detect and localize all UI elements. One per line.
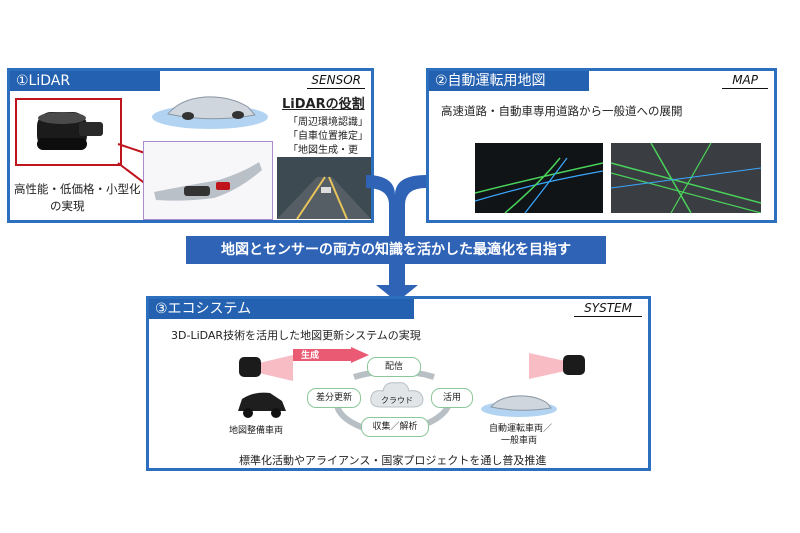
center-banner: 地図とセンサーの両方の知識を活かした最適化を目指す [186, 236, 606, 264]
car-front-icon [154, 162, 262, 201]
autonomous-vehicle-label-2: 一般車両 [501, 436, 538, 446]
map-description: 高速道路・自動車専用道路から一般道への展開 [441, 104, 683, 118]
generate-label: 生成 [301, 351, 320, 361]
system-subtitle: 3D-LiDAR技術を活用した地図更新システムの実現 [171, 329, 421, 342]
system-tag: SYSTEM [574, 300, 642, 317]
general-road-map-image [611, 143, 761, 213]
map-tag: MAP [722, 72, 768, 89]
map-maintenance-vehicle-icon [238, 392, 286, 418]
lidar-role-title: LiDARの役割 [282, 97, 365, 112]
car-scan-image [152, 96, 268, 129]
cloud-icon [370, 382, 424, 408]
cycle-right: 活用 [431, 388, 473, 408]
lidar-panel-header: ①LiDAR [10, 71, 160, 91]
lidar-role-2: 「自車位置推定」 [288, 131, 368, 142]
lidar-pointcloud-image [277, 157, 371, 219]
map-maintenance-vehicle-label: 地図整備車両 [229, 426, 284, 436]
system-panel: ③エコシステム SYSTEM 3D-LiDAR技術を活用した地図更新システムの実… [146, 296, 651, 471]
generate-arrow: 生成 [293, 347, 369, 363]
generate-arrow-shape [293, 347, 369, 363]
autonomous-vehicle-label-1: 自動運転車両／ [489, 424, 553, 434]
system-footer: 標準化活動やアライアンス・国家プロジェクトを通し普及推進 [239, 454, 547, 467]
lidar-device-frame [15, 98, 122, 166]
sensor-tag: SENSOR [307, 72, 365, 89]
map-panel-header: ②自動運転用地図 [429, 71, 589, 91]
cycle-top: 配信 [367, 357, 421, 377]
right-lidar-sensor [529, 353, 585, 379]
lidar-device-icon [37, 112, 103, 150]
map-panel: ②自動運転用地図 MAP 高速道路・自動車専用道路から一般道への展開 [426, 68, 777, 223]
cycle-left: 差分更新 [307, 388, 361, 408]
system-panel-header: ③エコシステム [149, 299, 414, 319]
cloud-label: クラウド [381, 396, 413, 405]
car-front-detail [143, 141, 273, 220]
cycle-bottom: 収集／解析 [361, 417, 429, 437]
lidar-role-1: 「周辺環境認識」 [288, 117, 368, 128]
left-lidar-sensor [239, 355, 293, 381]
lidar-panel: ①LiDAR SENSOR 高性能・低価格・小型化 の実現 LiDARの役割 「… [7, 68, 374, 223]
lidar-feature-line1: 高性能・低価格・小型化 [14, 182, 141, 196]
lidar-feature-line2: の実現 [50, 199, 85, 213]
autonomous-vehicle-icon [481, 395, 557, 417]
highway-map-image [475, 143, 603, 213]
